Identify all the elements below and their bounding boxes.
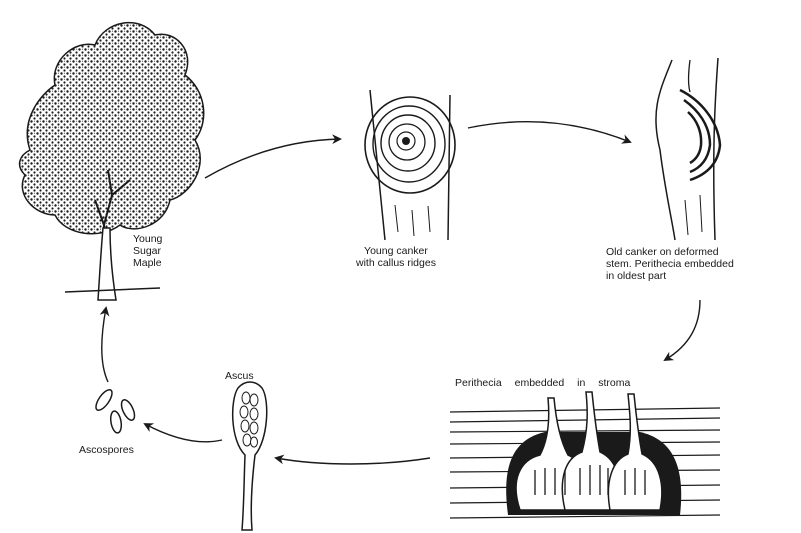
young-canker-label: Young canker with callus ridges — [356, 245, 436, 269]
old-canker-icon — [656, 58, 720, 240]
arrow-tree-to-young-canker — [205, 139, 340, 178]
old-canker-label: Old canker on deformed stem. Perithecia … — [606, 246, 734, 282]
ascospores-label: Ascospores — [79, 444, 134, 456]
arrow-old-canker-to-perithecia — [665, 300, 700, 360]
arrow-perithecia-to-ascus — [276, 458, 430, 464]
maple-tree-icon — [20, 23, 204, 300]
arrow-young-to-old-canker — [468, 122, 630, 142]
arrow-ascospores-to-tree — [102, 308, 108, 382]
tree-label: Young Sugar Maple — [133, 233, 162, 269]
ascospores-icon — [93, 387, 137, 433]
ascus-icon — [233, 382, 267, 530]
young-canker-icon — [365, 90, 455, 240]
perithecia-icon — [448, 392, 720, 525]
perithecia-label: Perithecia embedded in stroma — [455, 377, 630, 389]
ascus-label: Ascus — [225, 370, 254, 382]
arrow-ascus-to-ascospores — [145, 424, 222, 442]
